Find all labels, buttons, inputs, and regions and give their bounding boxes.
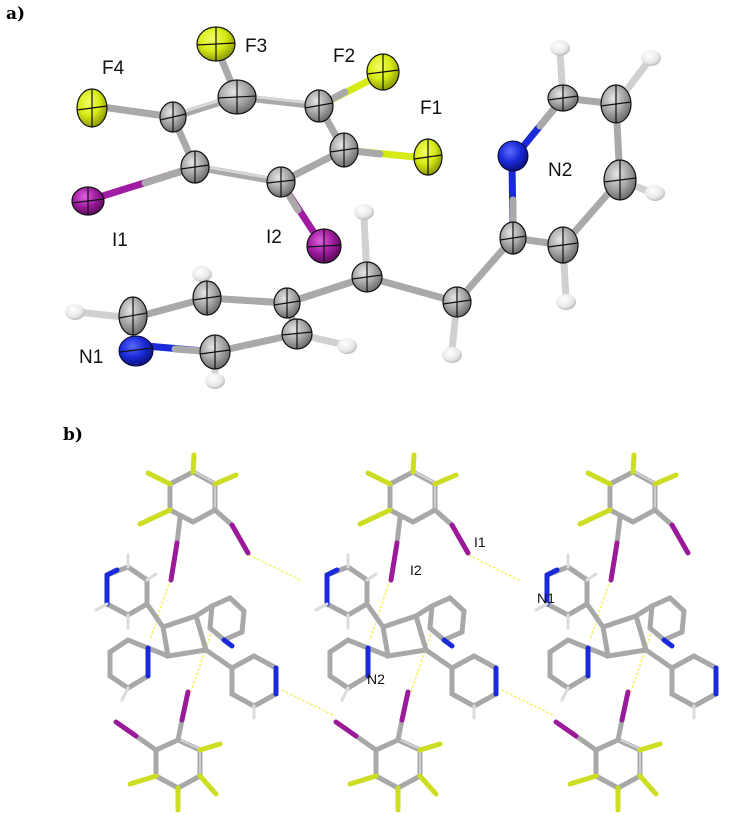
- packing-unit-3: [536, 455, 716, 810]
- atom-label-f4: F4: [102, 58, 125, 79]
- tfdib-top: [137, 452, 251, 583]
- hydrogen-atoms: [65, 40, 665, 389]
- tfdib-bottom: [113, 689, 223, 813]
- ellipsoid-principal-axes: [71, 27, 637, 369]
- packing-unit: [94, 452, 279, 813]
- atom-label-n1: N1: [79, 347, 103, 368]
- atom-label-i2: I2: [266, 227, 282, 248]
- atom-label-i1: I1: [112, 230, 128, 251]
- packing-unit-2: [316, 455, 496, 810]
- atom-label-f3: F3: [245, 36, 267, 57]
- halogen-bond-lines: [149, 554, 653, 717]
- packing-label-n1: N1: [537, 590, 555, 606]
- panel-b-packing: I1 I2 N1 N2: [94, 452, 716, 813]
- packing-label-i2: I2: [410, 562, 422, 578]
- packing-label-n2: N2: [367, 671, 385, 687]
- pyridine-left: [94, 553, 166, 630]
- nitrogen-atom-n2: [497, 140, 529, 172]
- panel-a-ortep: F4 F3 F2 F1 I1 I2 N1 N2: [65, 26, 665, 389]
- atom-label-f1: F1: [420, 98, 442, 119]
- panel-b-label: b): [63, 425, 83, 445]
- atom-label-f2: F2: [333, 46, 355, 67]
- packing-label-i1: I1: [474, 534, 486, 550]
- nitrogen-atom-n1: [118, 335, 154, 367]
- atom-label-n2: N2: [548, 160, 572, 181]
- panel-a-label: a): [6, 4, 26, 24]
- carbon-atoms: [118, 79, 637, 370]
- central-core: [107, 595, 279, 720]
